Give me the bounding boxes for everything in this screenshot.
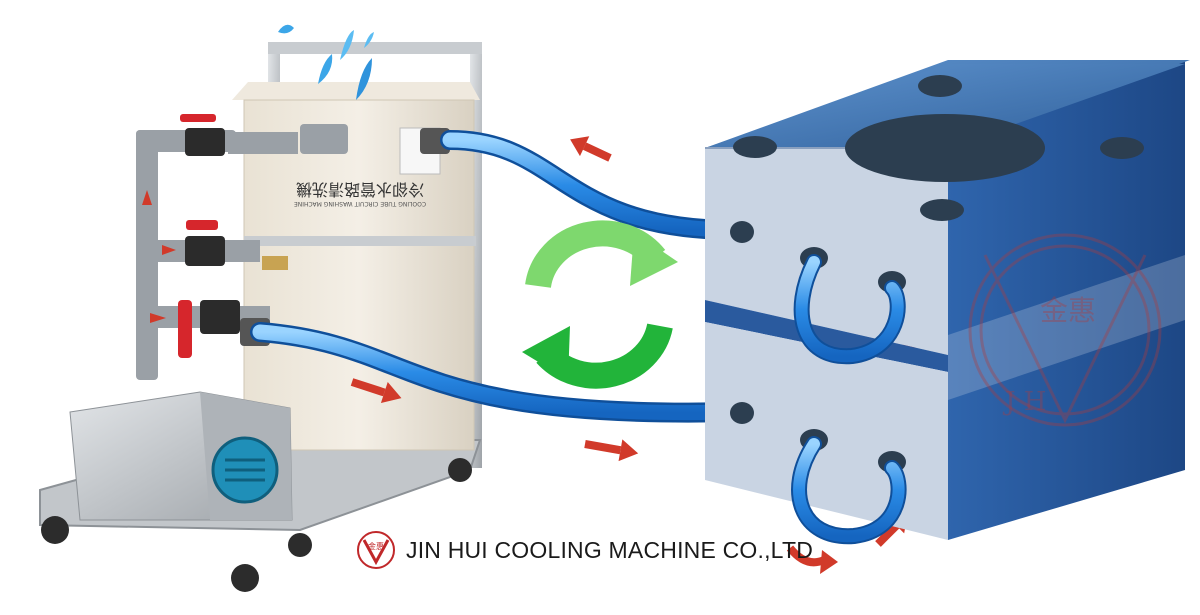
mold-front-lower — [705, 322, 948, 540]
company-brand: 金惠 JIN HUI COOLING MACHINE CO.,LTD — [356, 528, 813, 572]
tank-sublabel: COOLING TUBE CIRCUIT WASHING MACHINE — [294, 200, 426, 207]
tank-strap — [244, 236, 476, 246]
valve-top — [180, 114, 298, 156]
flow-arrow-icon — [350, 378, 402, 403]
mold-groove — [705, 300, 948, 372]
pipe-arrow-up — [142, 190, 152, 205]
flow-arrow-icon — [570, 136, 612, 162]
company-logo-icon: 金惠 — [357, 531, 395, 569]
hose-top — [442, 132, 743, 238]
mold-u-loops — [791, 254, 907, 545]
hose-bottom — [252, 324, 743, 421]
tank-lid — [232, 82, 480, 100]
cycle-arrows-icon — [522, 220, 678, 389]
watermark-logo — [968, 233, 1162, 427]
mold-top-holes — [733, 75, 1144, 221]
tank-label: 冷卻水管路清洗機 — [296, 180, 424, 199]
company-name: JIN HUI COOLING MACHINE CO.,LTD — [406, 536, 814, 563]
valve-middle — [150, 220, 288, 270]
flow-arrow-curved — [786, 545, 826, 567]
frame-top-bar — [268, 42, 482, 54]
flow-arrowhead-curved — [820, 550, 838, 574]
mold-front-upper — [705, 148, 948, 355]
watermark-letters: J H — [1002, 387, 1046, 417]
mold-side-face — [948, 60, 1185, 540]
cycle-arrowhead-bottom — [522, 326, 570, 380]
svg-text:金惠: 金惠 — [368, 541, 384, 551]
flow-arrow-icon — [584, 439, 639, 462]
cleaning-machine: 冷卻水管路清洗機 COOLING TUBE CIRCUIT WASHING MA… — [39, 24, 482, 592]
outlet-fitting-top — [300, 124, 348, 154]
mold-block: J H 金惠 — [705, 60, 1190, 545]
watermark-mark: 金惠 — [1040, 294, 1096, 327]
hoses — [250, 130, 745, 423]
mold-side-slot — [948, 255, 1185, 400]
motor-grille — [225, 458, 265, 482]
wheels — [41, 458, 472, 592]
cycle-arrowhead-top — [630, 232, 678, 286]
water-splash-icon — [278, 24, 374, 100]
